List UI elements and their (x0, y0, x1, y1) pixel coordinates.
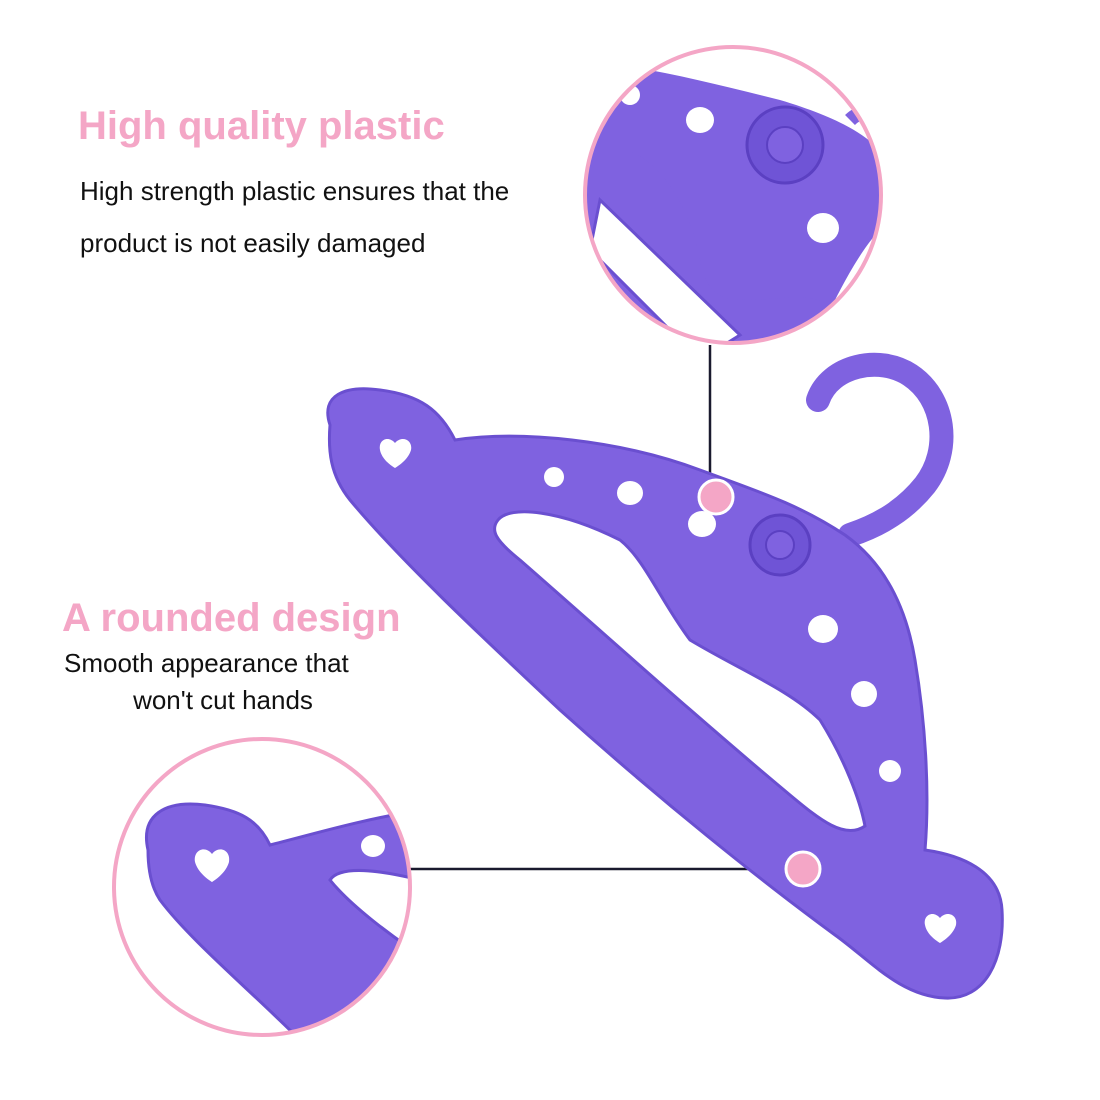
heart-hole-icon (194, 849, 230, 882)
hanger-holes (544, 467, 901, 782)
hanger-cutout (493, 510, 867, 833)
hanger-body (326, 387, 1004, 1000)
flower-knob-icon (748, 513, 812, 577)
feature-title-rounded: A rounded design (62, 596, 401, 640)
hanger (326, 352, 1004, 1000)
feature-text-quality-line2: product is not easily damaged (80, 228, 426, 258)
heart-hole-icon (924, 914, 957, 943)
feature-title-quality: High quality plastic (78, 104, 445, 148)
feature-text-rounded-line1: Smooth appearance that (64, 648, 349, 678)
feature-text-quality-line1: High strength plastic ensures that the (80, 176, 510, 206)
callout-marker-bottom (784, 850, 822, 888)
hanger-hook (806, 352, 954, 547)
zoom-circle-bottom (112, 737, 412, 1037)
callout-marker-top (697, 478, 735, 516)
heart-hole-icon (379, 439, 412, 468)
zoom-circle-top (583, 45, 883, 345)
feature-text-rounded-line2: won't cut hands (133, 685, 313, 715)
